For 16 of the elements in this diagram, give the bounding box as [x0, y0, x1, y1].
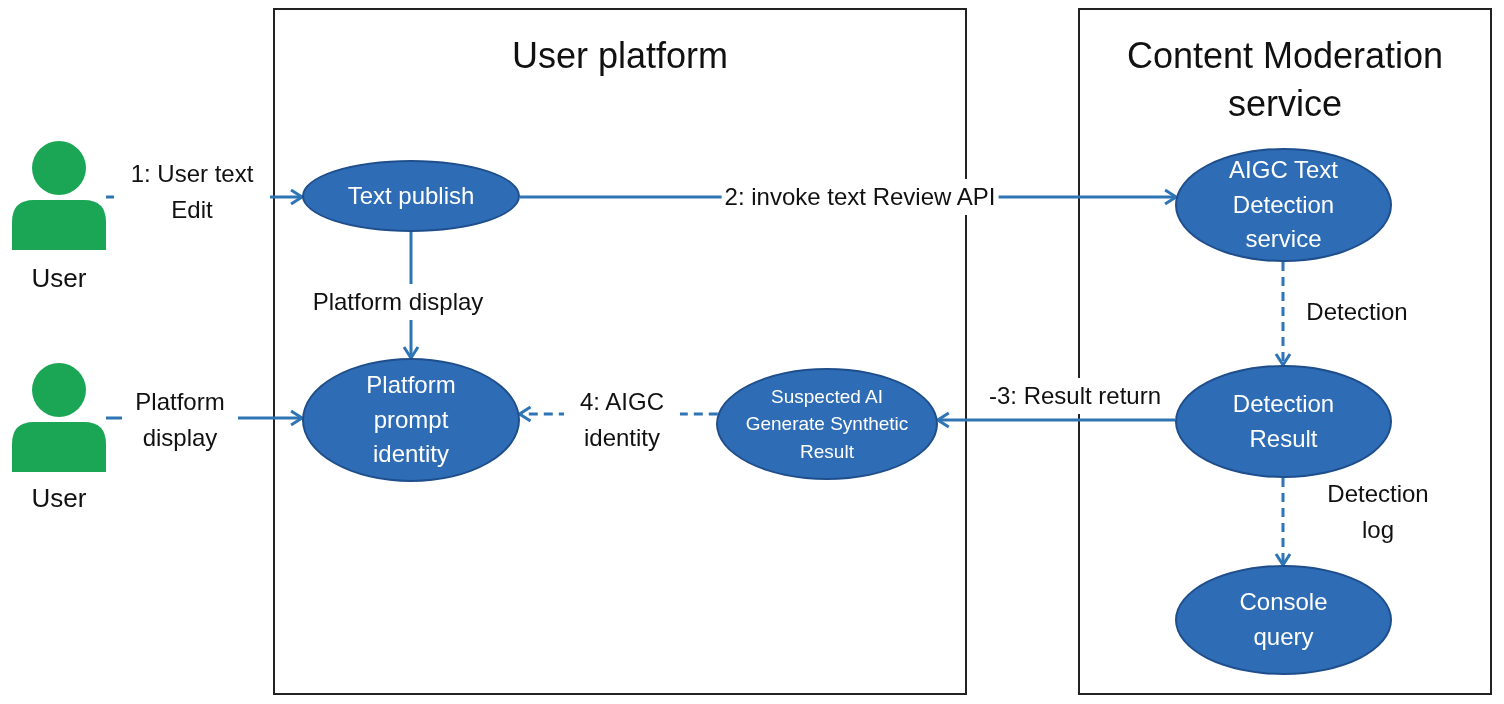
boundary-title: User platform — [510, 34, 730, 78]
actor-label: User — [31, 262, 87, 294]
actor-label: User — [31, 482, 87, 514]
edge-label: 2: invoke text Review API — [721, 179, 999, 215]
use-case-ellipse: Detection Result — [1175, 365, 1392, 478]
use-case-ellipse: Console query — [1175, 565, 1392, 675]
use-case-ellipse: Text publish — [302, 160, 520, 232]
boundary-title: Content Moderation service — [1125, 34, 1445, 126]
arrow — [936, 411, 1176, 429]
use-case-ellipse: AIGC Text Detection service — [1175, 148, 1392, 262]
person-icon — [12, 362, 106, 472]
dashed-arrow — [1274, 478, 1292, 567]
use-case-ellipse: Suspected AI Generate Synthetic Result — [716, 368, 938, 480]
dashed-arrow — [1274, 262, 1292, 367]
person-icon — [12, 140, 106, 250]
use-case-ellipse: Platform prompt identity — [302, 358, 520, 482]
